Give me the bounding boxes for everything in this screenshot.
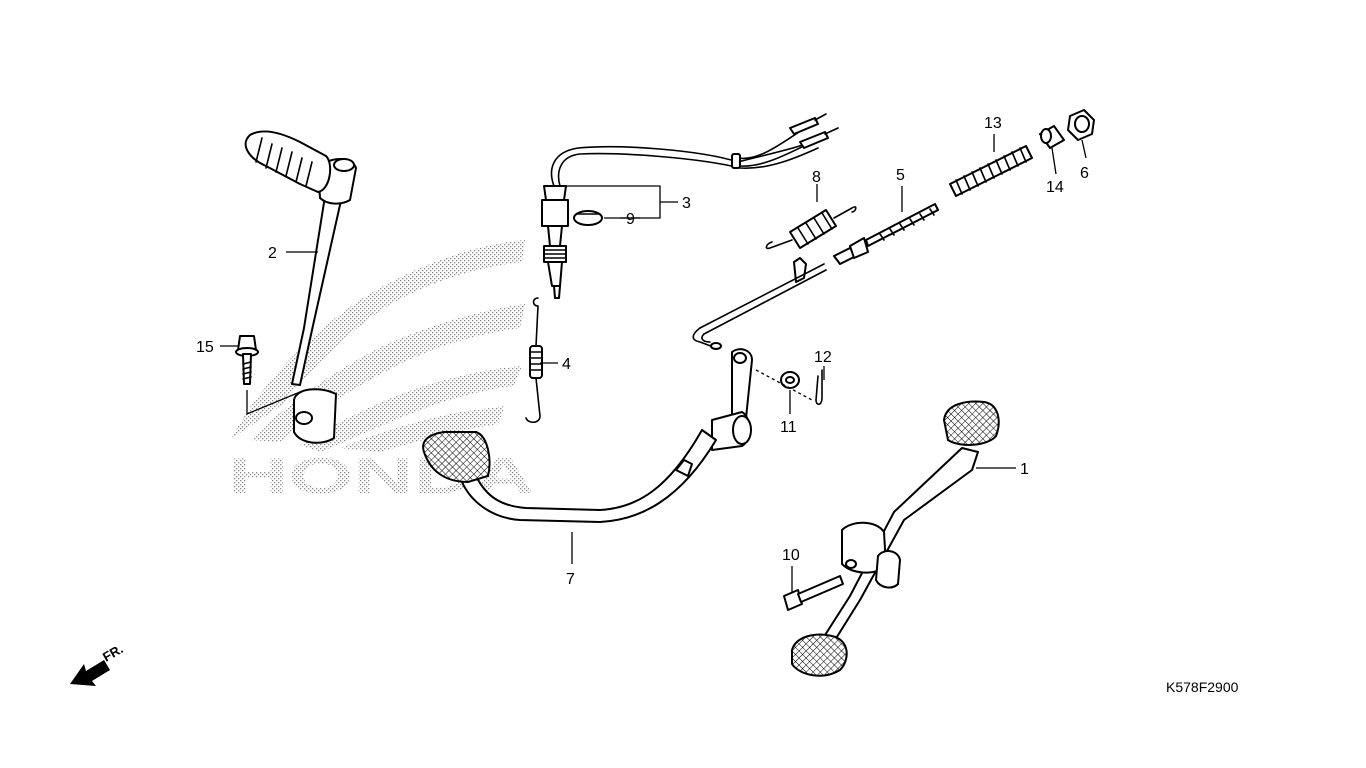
- joint-pin-icon: [1039, 125, 1065, 149]
- flange-bolt-icon: [235, 335, 301, 415]
- front-direction-indicator: FR.: [70, 641, 126, 686]
- adjusting-nut-icon: [1067, 109, 1095, 141]
- callout-15: 15: [196, 339, 214, 356]
- callout-10: 10: [782, 547, 800, 564]
- brake-pedal-icon: [791, 400, 1000, 677]
- washer-icon: [780, 371, 800, 389]
- kickstarter-arm-icon: [244, 130, 357, 444]
- callout-14: 14: [1046, 179, 1064, 196]
- callout-11: 11: [780, 419, 797, 436]
- clip-icon: [573, 210, 603, 226]
- rod-spring-icon: [949, 145, 1033, 197]
- callout-1: 1: [1020, 461, 1029, 478]
- switch-spring-icon: [765, 206, 857, 250]
- return-spring-icon: [525, 297, 543, 424]
- callout-13: 13: [984, 115, 1002, 132]
- callout-2: 2: [268, 245, 277, 262]
- callout-9: 9: [626, 211, 635, 228]
- callout-4: 4: [562, 356, 571, 373]
- bolt-icon: [783, 575, 844, 611]
- cotter-pin-icon: [755, 369, 823, 406]
- callout-labels: 1 2 3 4 5 6 7 8 9 10 11 12 13 14 15: [196, 115, 1089, 588]
- callout-7: 7: [566, 571, 575, 588]
- leader-lines: [220, 134, 1087, 592]
- callout-12: 12: [814, 349, 832, 366]
- front-arrow-icon: [70, 660, 110, 686]
- brake-light-switch-icon: [541, 113, 839, 299]
- figure-code: K578F2900: [1166, 679, 1239, 695]
- callout-5: 5: [896, 167, 905, 184]
- callout-6: 6: [1080, 165, 1089, 182]
- brake-pedal-arm-icon: [422, 348, 753, 523]
- brake-linkage-rod: [692, 257, 827, 350]
- callout-3: 3: [682, 195, 691, 212]
- brake-rod-icon: [833, 203, 939, 265]
- callout-8: 8: [812, 169, 821, 186]
